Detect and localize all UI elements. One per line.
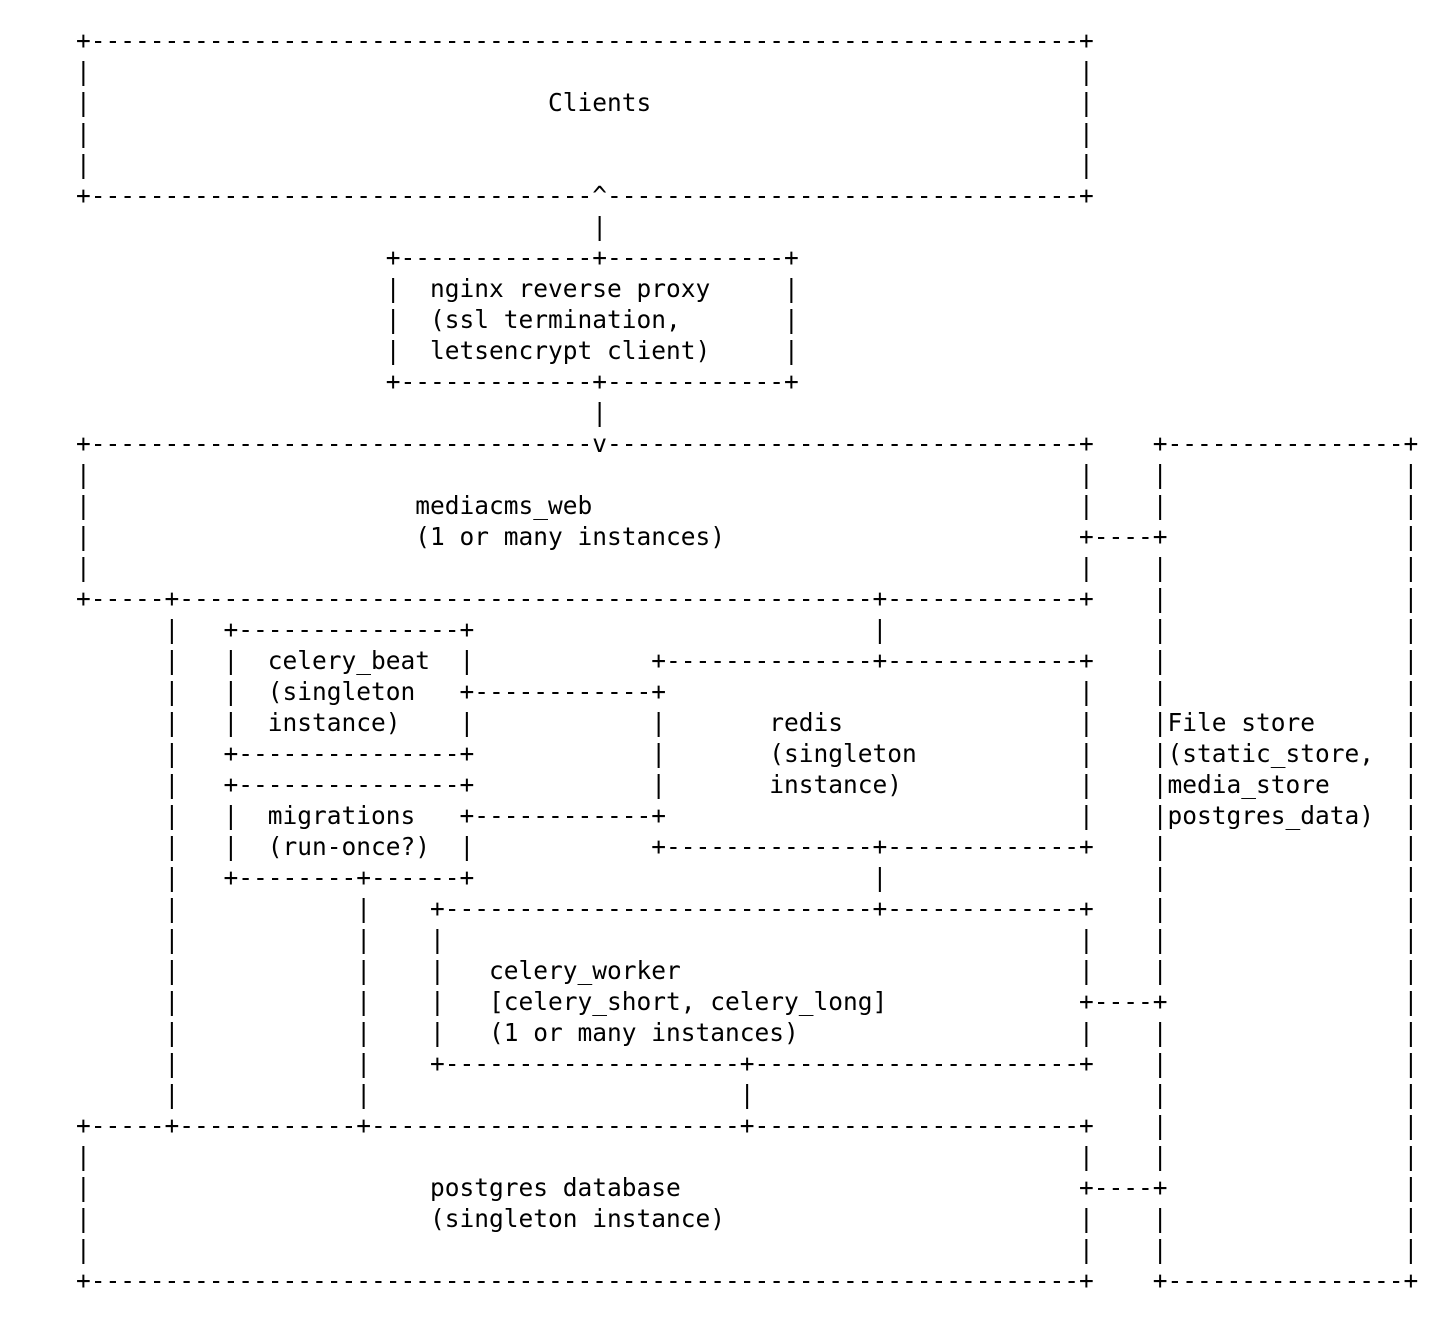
ascii-architecture-diagram: +---------------------------------------… (76, 26, 1419, 1295)
